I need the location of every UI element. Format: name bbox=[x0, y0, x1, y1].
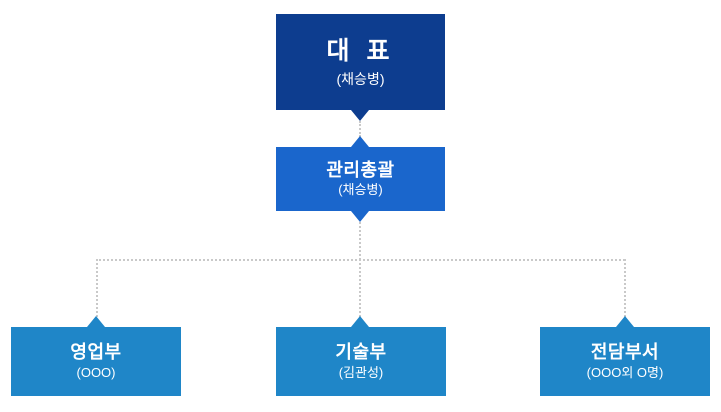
org-node-manager-person: (채승병) bbox=[338, 182, 383, 198]
connector-drop-special bbox=[624, 259, 626, 317]
org-node-tech[interactable]: 기술부 (김관성) bbox=[276, 327, 446, 396]
org-node-sales[interactable]: 영업부 (OOO) bbox=[11, 327, 181, 396]
org-node-tech-person: (김관성) bbox=[338, 364, 384, 380]
arrow-up-icon-special bbox=[616, 316, 634, 327]
arrow-down-icon-ceo bbox=[351, 110, 369, 121]
org-node-tech-title: 기술부 bbox=[335, 342, 387, 363]
org-node-ceo-title: 대 표 bbox=[326, 37, 395, 66]
connector-ceo-manager bbox=[359, 121, 361, 137]
org-node-manager[interactable]: 관리총괄 (채승병) bbox=[276, 147, 445, 211]
org-node-sales-person: (OOO) bbox=[76, 364, 116, 380]
org-node-sales-title: 영업부 bbox=[70, 342, 122, 363]
org-node-special-person: (OOO외 O명) bbox=[586, 364, 664, 380]
arrow-down-icon-manager bbox=[351, 211, 369, 222]
org-node-special[interactable]: 전담부서 (OOO외 O명) bbox=[540, 327, 710, 396]
org-node-ceo-person: (채승병) bbox=[336, 70, 385, 87]
arrow-up-icon-tech bbox=[351, 316, 369, 327]
arrow-up-icon-sales bbox=[87, 316, 105, 327]
org-node-manager-title: 관리총괄 bbox=[326, 159, 395, 180]
connector-manager-bus bbox=[359, 222, 361, 260]
org-node-ceo[interactable]: 대 표 (채승병) bbox=[276, 14, 445, 110]
connector-drop-tech bbox=[359, 259, 361, 317]
org-node-special-title: 전담부서 bbox=[590, 342, 660, 363]
arrow-up-icon-manager bbox=[351, 136, 369, 147]
connector-drop-sales bbox=[96, 259, 98, 317]
